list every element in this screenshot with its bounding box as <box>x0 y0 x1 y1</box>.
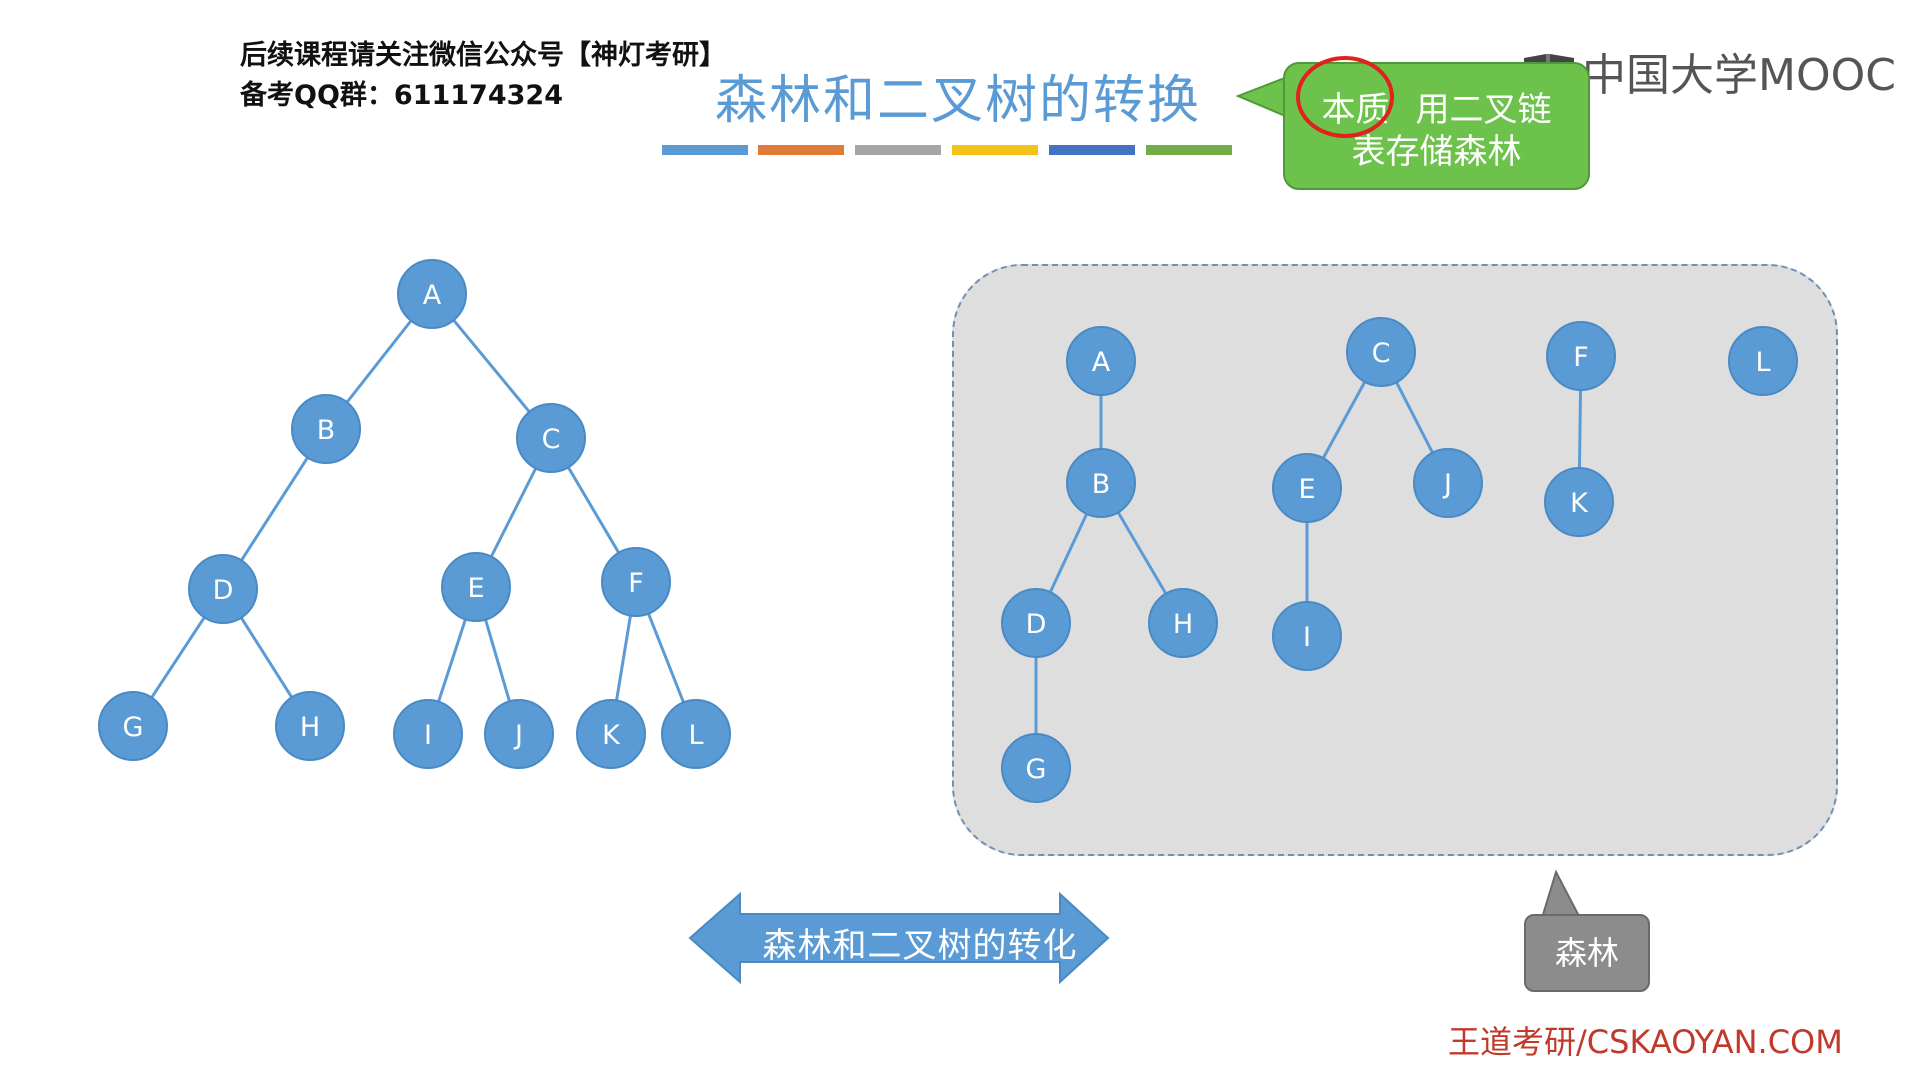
binary-tree-edge-E-I <box>437 618 467 703</box>
binary-tree-edge-A-C <box>452 319 531 413</box>
binary-tree-node-C: C <box>516 403 586 473</box>
binary-tree-edge-D-G <box>150 616 206 699</box>
binary-tree-node-circle-J <box>484 699 554 769</box>
forest-callout-pointer <box>1540 869 1582 919</box>
binary-tree-node-circle-I <box>393 699 463 769</box>
callout-line2: 表存储森林 <box>1351 132 1522 172</box>
notice-line-1: 后续课程请关注微信公众号【神灯考研】 <box>240 40 726 71</box>
binary-tree-node-circle-D <box>188 554 258 624</box>
color-bar-6 <box>1146 145 1232 155</box>
color-bar-2 <box>758 145 844 155</box>
binary-tree-edge-F-L <box>647 613 685 703</box>
mooc-logo-text: 中国大学MOOC <box>1582 50 1896 101</box>
binary-tree-edge-C-F <box>566 466 621 554</box>
color-bar-4 <box>952 145 1038 155</box>
binary-tree-node-B: B <box>291 394 361 464</box>
binary-tree-node-K: K <box>576 699 646 769</box>
forest-panel <box>952 264 1838 856</box>
binary-tree-edge-A-B <box>345 319 413 404</box>
binary-tree-node-circle-E <box>441 552 511 622</box>
binary-tree-node-label-G: G <box>123 712 144 743</box>
edges-layer <box>150 319 685 703</box>
binary-tree-node-label-I: I <box>424 720 432 751</box>
binary-tree-edge-C-E <box>489 467 538 558</box>
conversion-arrow-label: 森林和二叉树的转化 <box>762 926 1078 966</box>
binary-tree-node-label-K: K <box>602 720 621 751</box>
binary-tree-node-label-B: B <box>317 415 336 446</box>
conversion-arrow <box>688 891 1110 985</box>
binary-tree-node-label-C: C <box>542 424 561 455</box>
callout-line1-rest: 用二叉链 <box>1415 90 1552 130</box>
binary-tree-node-label-A: A <box>423 280 442 311</box>
binary-tree-edge-B-D <box>240 456 309 562</box>
binary-tree-node-label-F: F <box>628 568 644 599</box>
binary-tree-node-A: A <box>397 259 467 329</box>
binary-tree-node-circle-K <box>576 699 646 769</box>
binary-tree-node-circle-H <box>275 691 345 761</box>
binary-tree-node-circle-A <box>397 259 467 329</box>
binary-tree-node-label-H: H <box>300 712 320 743</box>
binary-tree-node-label-J: J <box>513 720 523 751</box>
forest-callout: 森林 <box>1524 914 1650 992</box>
notice-line-2: 备考QQ群：611174324 <box>240 80 563 111</box>
binary-tree-node-label-E: E <box>467 573 484 604</box>
color-bar-5 <box>1049 145 1135 155</box>
binary-tree-node-H: H <box>275 691 345 761</box>
binary-tree-node-E: E <box>441 552 511 622</box>
binary-tree-node-label-D: D <box>213 575 234 606</box>
nodes-layer: A B C D E F G H I J K L <box>98 259 731 769</box>
binary-tree-node-F: F <box>601 547 671 617</box>
binary-tree-edge-F-K <box>615 615 632 701</box>
slide-title: 森林和二叉树的转换 <box>715 71 1202 131</box>
binary-tree-node-I: I <box>393 699 463 769</box>
footer-brand: 王道考研/CSKAOYAN.COM <box>1448 1023 1843 1061</box>
color-bar-3 <box>855 145 941 155</box>
binary-tree-node-circle-B <box>291 394 361 464</box>
binary-tree-node-label-L: L <box>688 720 703 751</box>
binary-tree-node-D: D <box>188 554 258 624</box>
wechat-notice: 后续课程请关注微信公众号【神灯考研】 备考QQ群：611174324 <box>240 36 726 116</box>
binary-tree-node-circle-C <box>516 403 586 473</box>
color-bar-1 <box>662 145 748 155</box>
binary-tree-edge-D-H <box>239 616 294 699</box>
binary-tree-node-circle-L <box>661 699 731 769</box>
binary-tree-edge-E-J <box>484 619 511 702</box>
binary-tree-node-L: L <box>661 699 731 769</box>
binary-tree-node-G: G <box>98 691 168 761</box>
binary-tree-node-circle-F <box>601 547 671 617</box>
binary-tree-node-circle-G <box>98 691 168 761</box>
binary-tree-node-J: J <box>484 699 554 769</box>
emphasis-circle <box>1296 56 1394 138</box>
